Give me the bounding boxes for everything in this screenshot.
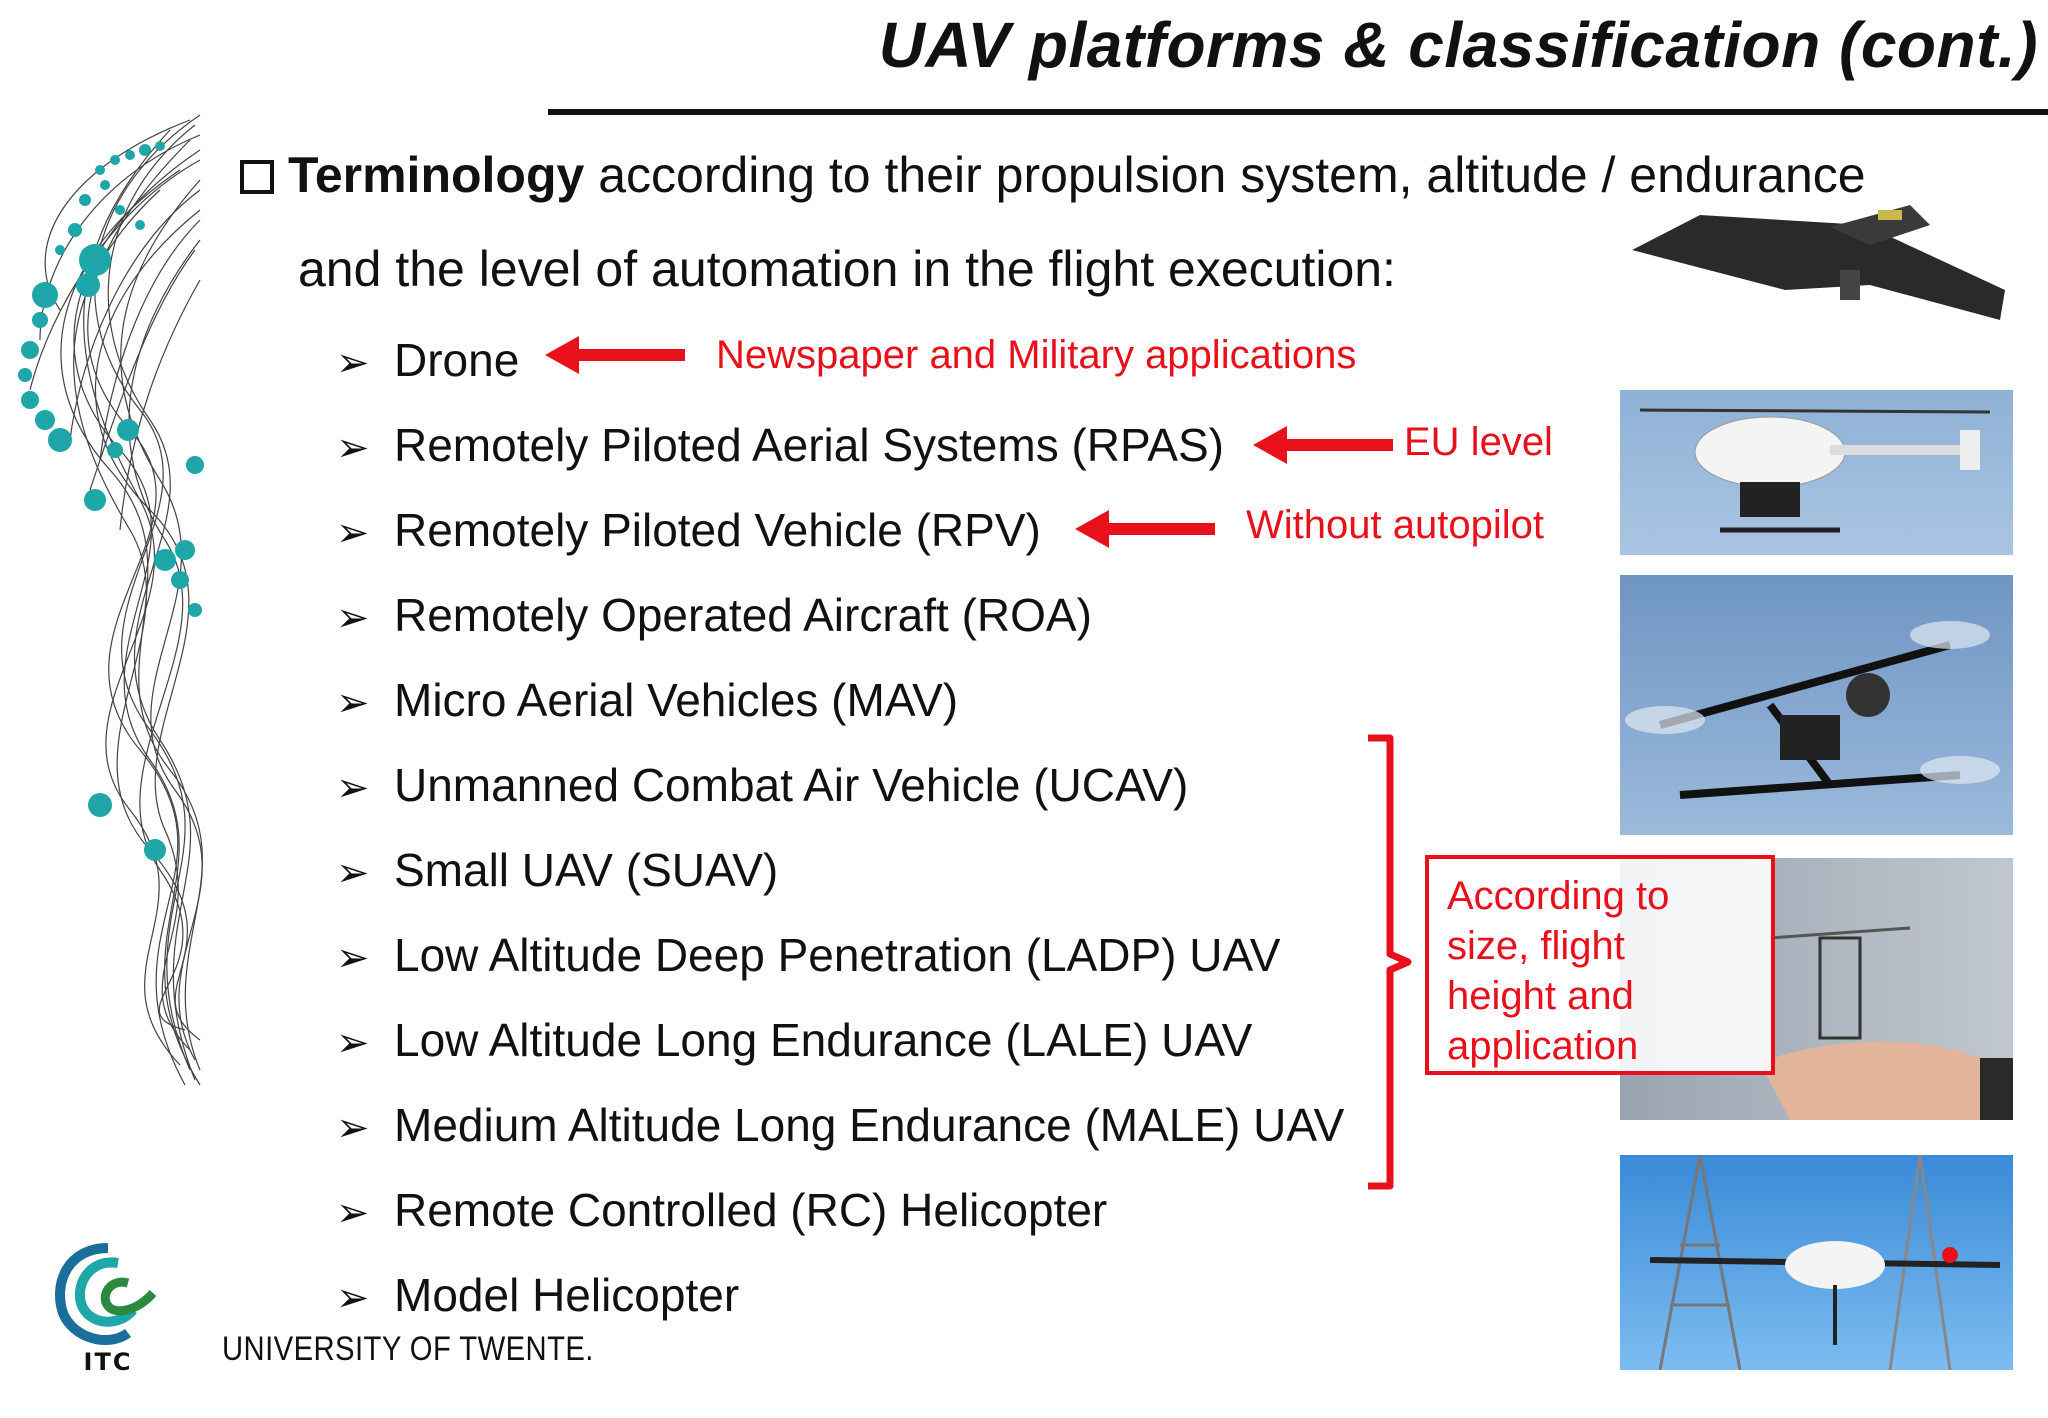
arrow-bullet-icon: ➢ [336, 851, 370, 895]
arrow-bullet-icon: ➢ [336, 766, 370, 810]
checkbox-bullet-icon [240, 160, 274, 194]
terminology-list: ➢ Drone ➢ Remotely Piloted Aerial Systems … [336, 335, 1344, 1355]
list-item: ➢ Remote Controlled (RC) Helicopter [336, 1185, 1344, 1270]
red-arrow-icon [545, 336, 685, 374]
list-item-label: Small UAV (SUAV) [394, 844, 779, 896]
multirotor-uav-photo [1620, 575, 2013, 835]
list-item: ➢ Remotely Piloted Aerial Systems (RPAS) [336, 420, 1344, 505]
intro-line-2: and the level of automation in the fligh… [298, 241, 1396, 297]
title-underline [548, 109, 2048, 115]
list-item-label: Micro Aerial Vehicles (MAV) [394, 674, 959, 726]
classification-note-text: According to size, flight height and app… [1447, 874, 1670, 1068]
arrow-bullet-icon: ➢ [336, 1276, 370, 1320]
decorative-network-art [18, 114, 204, 1086]
arrow-bullet-icon: ➢ [336, 1191, 370, 1235]
list-item: ➢ Micro Aerial Vehicles (MAV) [336, 675, 1344, 760]
arrow-bullet-icon: ➢ [336, 1106, 370, 1150]
list-item: ➢ Small UAV (SUAV) [336, 845, 1344, 930]
uav-helicopter-photo [1620, 390, 2013, 555]
intro-line-1-text: according to their propulsion system, al… [584, 147, 1866, 203]
list-item: ➢ Low Altitude Long Endurance (LALE) UAV [336, 1015, 1344, 1100]
drone-note: Newspaper and Military applications [716, 333, 1357, 377]
list-item-label: Low Altitude Long Endurance (LALE) UAV [394, 1014, 1253, 1066]
arrow-bullet-icon: ➢ [336, 511, 370, 555]
arrow-bullet-icon: ➢ [336, 936, 370, 980]
red-brace-icon [1368, 734, 1412, 1190]
rpv-note: Without autopilot [1246, 503, 1544, 547]
intro-text: Terminology according to their propulsio… [240, 128, 2000, 316]
list-item-label: Remotely Piloted Vehicle (RPV) [394, 504, 1041, 556]
red-arrow-icon [1253, 426, 1393, 464]
list-item: ➢ Remotely Operated Aircraft (ROA) [336, 590, 1344, 675]
arrow-bullet-icon: ➢ [336, 426, 370, 470]
list-item: ➢ Medium Altitude Long Endurance (MALE) U… [336, 1100, 1344, 1185]
list-item-label: Remote Controlled (RC) Helicopter [394, 1184, 1108, 1236]
arrow-bullet-icon: ➢ [336, 341, 370, 385]
classification-note-box: According to size, flight height and app… [1425, 855, 1775, 1075]
list-item: ➢ Low Altitude Deep Penetration (LADP) UA… [336, 930, 1344, 1015]
list-item: ➢ Remotely Piloted Vehicle (RPV) [336, 505, 1344, 590]
list-item: ➢ Model Helicopter [336, 1270, 1344, 1355]
list-item-label: Unmanned Combat Air Vehicle (UCAV) [394, 759, 1189, 811]
intro-line-1: Terminology according to their propulsio… [240, 128, 2000, 222]
arrow-bullet-icon: ➢ [336, 1021, 370, 1065]
list-item-label: Remotely Piloted Aerial Systems (RPAS) [394, 419, 1224, 471]
intro-bold-term: Terminology [288, 147, 585, 203]
itc-logo-text: ITC [84, 1348, 133, 1373]
list-item-label: Medium Altitude Long Endurance (MALE) UA… [394, 1099, 1345, 1151]
list-item: ➢ Drone [336, 335, 1344, 420]
arrow-bullet-icon: ➢ [336, 596, 370, 640]
list-item-label: Remotely Operated Aircraft (ROA) [394, 589, 1092, 641]
arrow-bullet-icon: ➢ [336, 681, 370, 725]
list-item-label: Drone [394, 334, 520, 386]
list-item: ➢ Unmanned Combat Air Vehicle (UCAV) [336, 760, 1344, 845]
slide-title: UAV platforms & classification (cont.) [878, 9, 2038, 81]
red-arrow-icon [1075, 510, 1215, 548]
list-item-label: Low Altitude Deep Penetration (LADP) UAV [394, 929, 1281, 981]
university-name: UNIVERSITY OF TWENTE. [222, 1330, 594, 1368]
itc-logo: ITC [55, 1243, 157, 1373]
flying-wing-uav-photo [1620, 195, 2020, 365]
quadcopter-power-lines-photo [1620, 1155, 2013, 1370]
rpas-note: EU level [1404, 420, 1553, 464]
list-item-label: Model Helicopter [394, 1269, 740, 1321]
